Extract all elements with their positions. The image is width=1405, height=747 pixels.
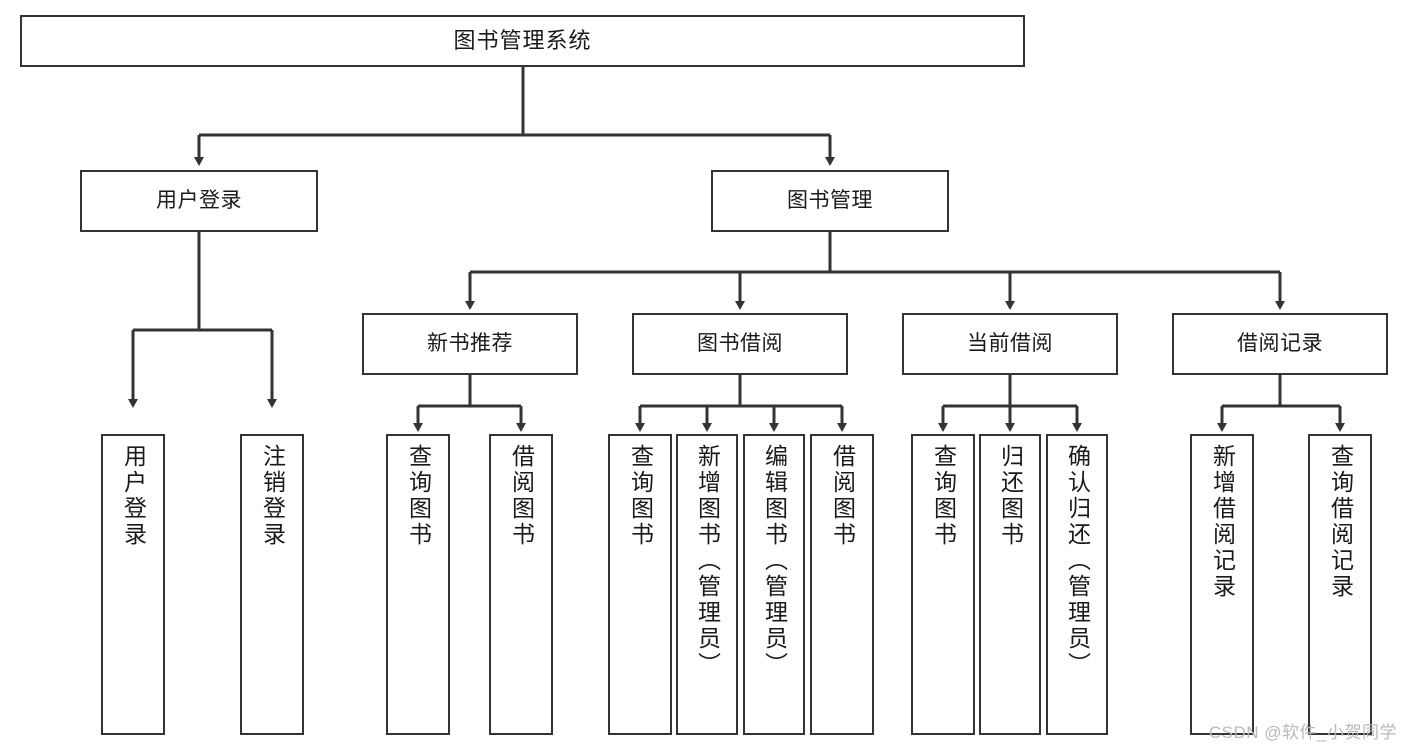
node-current-borrow[interactable]: 当前借阅 bbox=[902, 313, 1118, 375]
node-label: 用户登录 bbox=[120, 444, 147, 548]
node-label: 新书推荐 bbox=[427, 331, 513, 355]
node-book-management[interactable]: 图书管理 bbox=[711, 170, 949, 232]
node-label: 当前借阅 bbox=[967, 331, 1053, 355]
leaf-query-borrow-record[interactable]: 查询借阅记录 bbox=[1308, 434, 1372, 735]
leaf-confirm-return-admin[interactable]: 确认归还（管理员） bbox=[1046, 434, 1108, 735]
node-label: 查询借阅记录 bbox=[1327, 444, 1354, 600]
node-book-borrow[interactable]: 图书借阅 bbox=[632, 313, 848, 375]
leaf-query-book-borrow[interactable]: 查询图书 bbox=[608, 434, 672, 735]
leaf-query-book-newbook[interactable]: 查询图书 bbox=[386, 434, 450, 735]
node-label: 图书管理 bbox=[787, 188, 873, 212]
node-borrow-record[interactable]: 借阅记录 bbox=[1172, 313, 1388, 375]
node-label: 注销登录 bbox=[259, 444, 286, 548]
leaf-edit-book-admin[interactable]: 编辑图书（管理员） bbox=[743, 434, 805, 735]
leaf-return-book[interactable]: 归还图书 bbox=[979, 434, 1041, 735]
leaf-borrow-book-newbook[interactable]: 借阅图书 bbox=[489, 434, 553, 735]
leaf-query-book-current[interactable]: 查询图书 bbox=[911, 434, 975, 735]
node-label: 查询图书 bbox=[930, 444, 957, 548]
node-label: 借阅图书 bbox=[829, 444, 856, 548]
node-label: 查询图书 bbox=[627, 444, 654, 548]
node-label: 编辑图书（管理员） bbox=[761, 444, 788, 678]
node-label: 确认归还（管理员） bbox=[1064, 444, 1091, 678]
node-label: 用户登录 bbox=[156, 188, 242, 212]
watermark: CSDN @软件_小贺同学 bbox=[1208, 723, 1397, 742]
leaf-add-borrow-record[interactable]: 新增借阅记录 bbox=[1190, 434, 1254, 735]
node-label: 归还图书 bbox=[997, 444, 1024, 548]
node-label: 借阅图书 bbox=[508, 444, 535, 548]
node-label: 借阅记录 bbox=[1237, 331, 1323, 355]
node-label: 图书管理系统 bbox=[453, 28, 592, 54]
leaf-user-login[interactable]: 用户登录 bbox=[101, 434, 165, 735]
node-root-system[interactable]: 图书管理系统 bbox=[20, 15, 1025, 67]
leaf-borrow-book[interactable]: 借阅图书 bbox=[810, 434, 874, 735]
node-new-book-recommend[interactable]: 新书推荐 bbox=[362, 313, 578, 375]
node-user-login[interactable]: 用户登录 bbox=[80, 170, 318, 232]
leaf-add-book-admin[interactable]: 新增图书（管理员） bbox=[676, 434, 738, 735]
node-label: 新增借阅记录 bbox=[1209, 444, 1236, 600]
leaf-logout[interactable]: 注销登录 bbox=[240, 434, 304, 735]
node-label: 新增图书（管理员） bbox=[694, 444, 721, 678]
node-label: 图书借阅 bbox=[697, 331, 783, 355]
node-label: 查询图书 bbox=[405, 444, 432, 548]
